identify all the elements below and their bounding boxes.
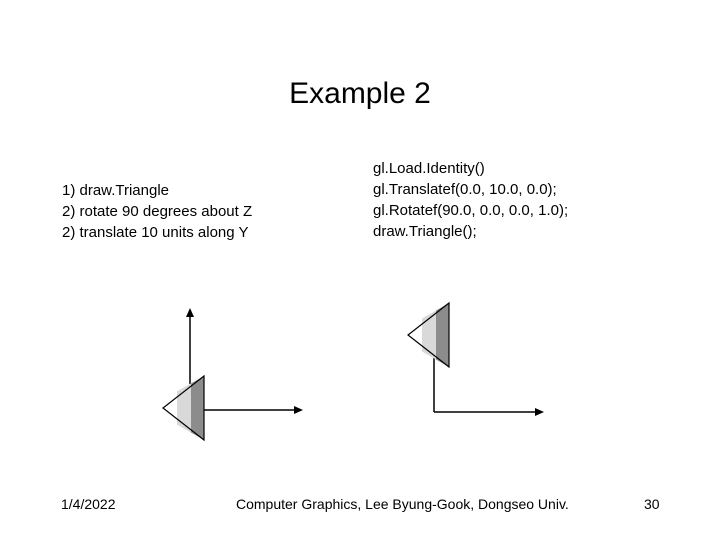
code-line: gl.Translatef(0.0, 10.0, 0.0); [373, 181, 557, 198]
x-axis-arrow [434, 408, 544, 416]
slide-title: Example 2 [289, 77, 431, 110]
footer-credit: Computer Graphics, Lee Byung-Gook, Dongs… [236, 496, 569, 512]
transform-diagram-after [407, 301, 544, 416]
code-line: draw.Triangle(); [373, 223, 477, 240]
code-block: gl.Load.Identity() gl.Translatef(0.0, 10… [373, 158, 568, 242]
code-line: gl.Load.Identity() [373, 160, 485, 177]
step-item: 2) translate 10 units along Y [62, 224, 249, 241]
triangle-shape [407, 301, 450, 369]
transform-diagram-before [162, 308, 303, 442]
x-axis-arrow [190, 406, 303, 414]
code-line: gl.Rotatef(90.0, 0.0, 0.0, 1.0); [373, 202, 569, 219]
triangle-shape [162, 374, 205, 442]
step-item: 2) rotate 90 degrees about Z [62, 203, 253, 220]
footer-date: 1/4/2022 [61, 496, 116, 512]
step-item: 1) draw.Triangle [62, 182, 169, 199]
page-number: 30 [644, 496, 660, 512]
steps-list: 1) draw.Triangle 2) rotate 90 degrees ab… [62, 180, 252, 243]
